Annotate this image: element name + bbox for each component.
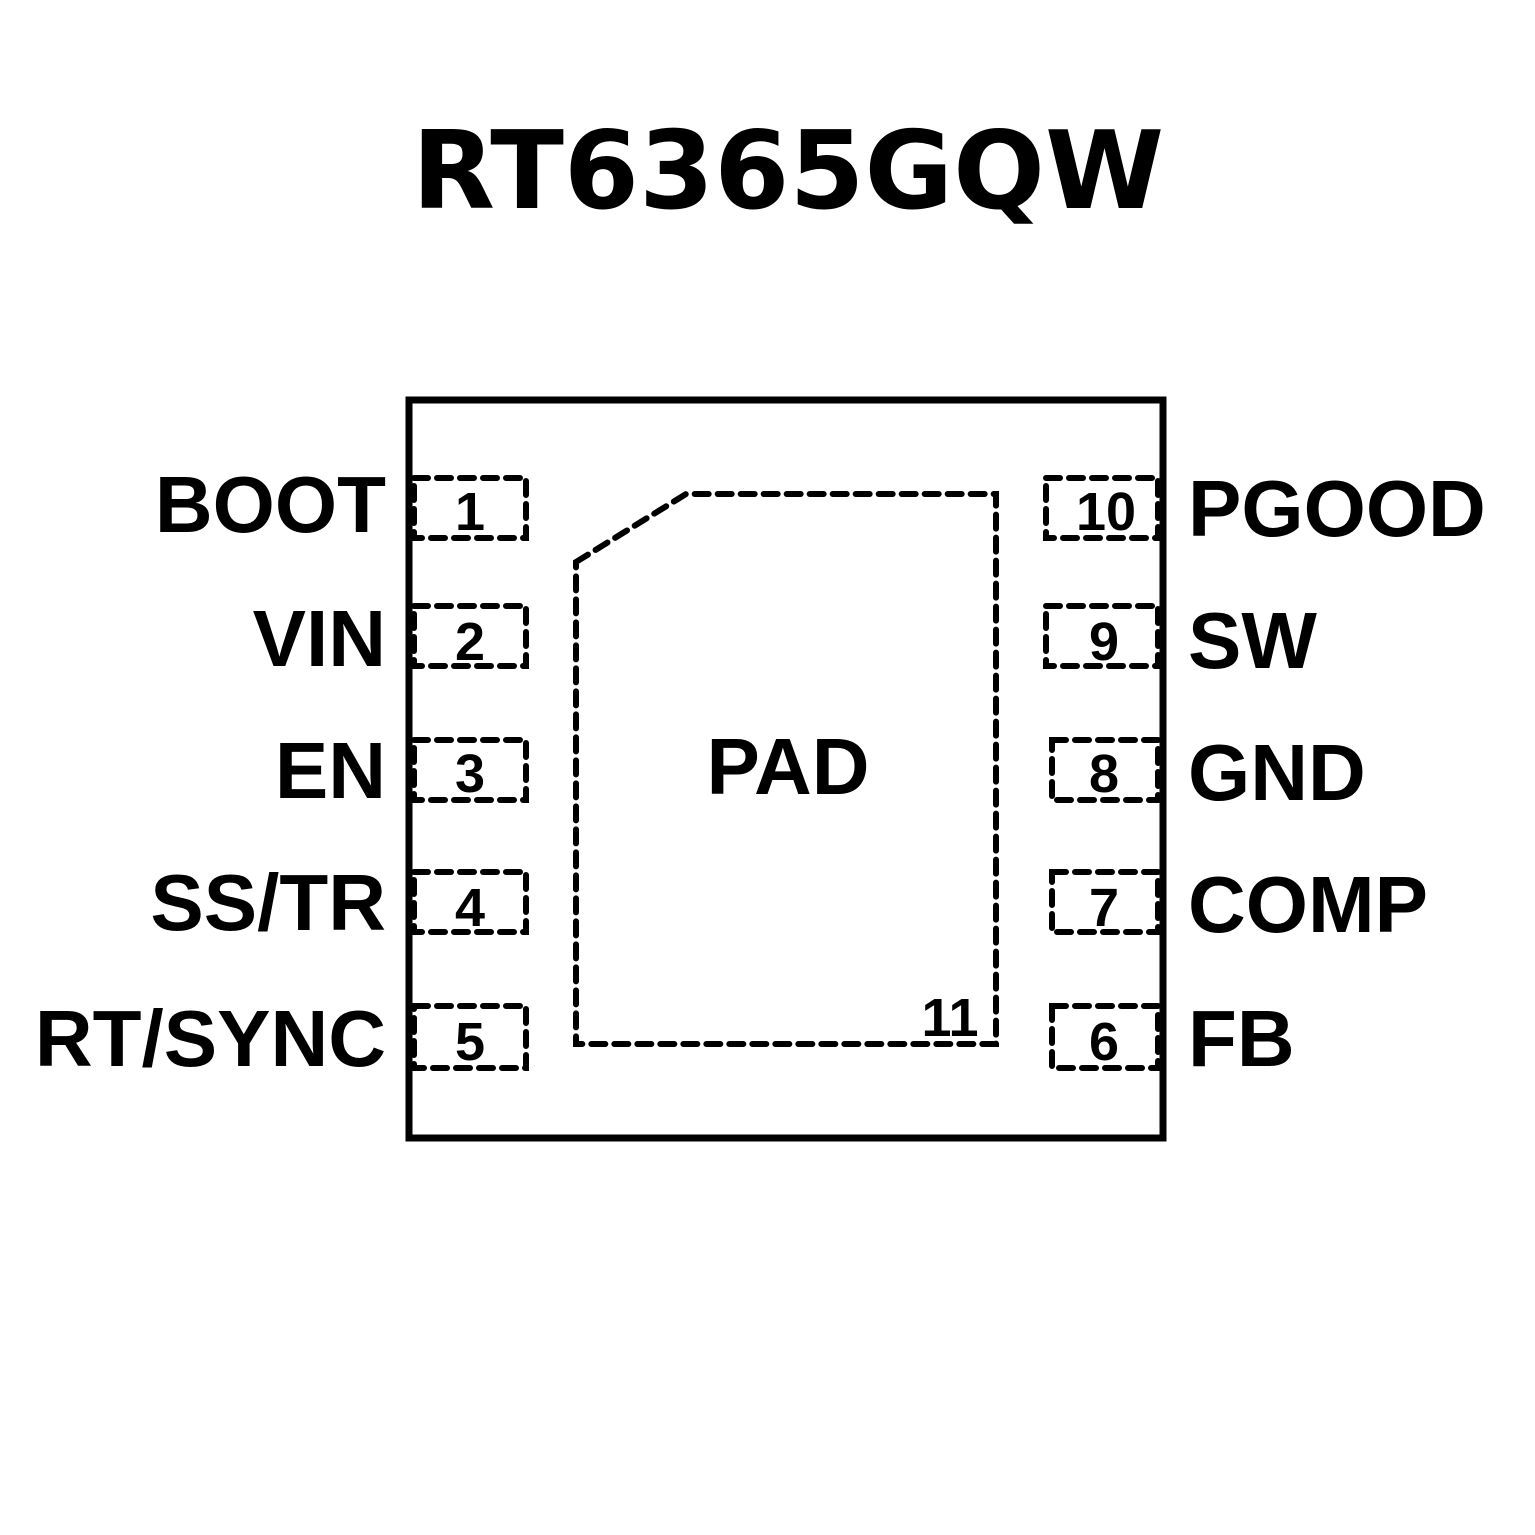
exposed-pad-outline bbox=[573, 491, 999, 1047]
pin-box bbox=[411, 603, 529, 669]
pin-number: 5 bbox=[455, 1012, 485, 1072]
pin-box bbox=[1043, 603, 1161, 669]
right-pin-8: 8 GND bbox=[1049, 728, 1366, 817]
right-pin-7: 7 COMP bbox=[1049, 860, 1428, 949]
left-pin-3: 3 EN bbox=[275, 726, 529, 815]
chip-title: RT6365GQW bbox=[412, 109, 1164, 234]
right-pin-10: 10 PGOOD bbox=[1043, 464, 1486, 553]
pin-box bbox=[411, 737, 529, 803]
pin-name: COMP bbox=[1188, 860, 1428, 949]
right-pin-6: 6 FB bbox=[1049, 994, 1295, 1083]
pin-name: BOOT bbox=[155, 460, 386, 549]
pin-box bbox=[411, 869, 529, 935]
pin-name: EN bbox=[275, 726, 386, 815]
pin-number: 8 bbox=[1089, 744, 1119, 804]
pin-number: 6 bbox=[1089, 1012, 1119, 1072]
pin-name: SW bbox=[1188, 596, 1317, 685]
pin-number: 10 bbox=[1076, 482, 1136, 542]
pin-number: 7 bbox=[1089, 878, 1119, 938]
pad-pin-number: 11 bbox=[921, 988, 978, 1048]
pin-box bbox=[411, 475, 529, 541]
right-pin-9: 9 SW bbox=[1043, 596, 1317, 685]
pad-label: PAD bbox=[707, 722, 870, 811]
left-pin-4: 4 SS/TR bbox=[150, 858, 529, 947]
pin-number: 1 bbox=[455, 482, 485, 542]
pin-number: 9 bbox=[1089, 612, 1119, 672]
pin-box bbox=[1049, 1003, 1161, 1071]
pin-number: 3 bbox=[455, 744, 485, 804]
pin-number: 4 bbox=[455, 878, 485, 938]
pin-number: 2 bbox=[455, 612, 485, 672]
left-pin-1: 1 BOOT bbox=[155, 460, 529, 549]
pin-box bbox=[1043, 475, 1161, 541]
pin-name: RT/SYNC bbox=[35, 994, 386, 1083]
package-body bbox=[405, 396, 1167, 1142]
pin-box bbox=[1049, 869, 1161, 935]
left-pin-2: 2 VIN bbox=[253, 594, 529, 683]
pin-name: GND bbox=[1188, 728, 1366, 817]
pin-name: VIN bbox=[253, 594, 386, 683]
pin-box bbox=[1049, 737, 1161, 803]
pin-name: PGOOD bbox=[1188, 464, 1486, 553]
left-pin-5: 5 RT/SYNC bbox=[35, 994, 529, 1083]
pin-box bbox=[411, 1003, 529, 1071]
pin-name: FB bbox=[1188, 994, 1295, 1083]
pin-name: SS/TR bbox=[150, 858, 386, 947]
